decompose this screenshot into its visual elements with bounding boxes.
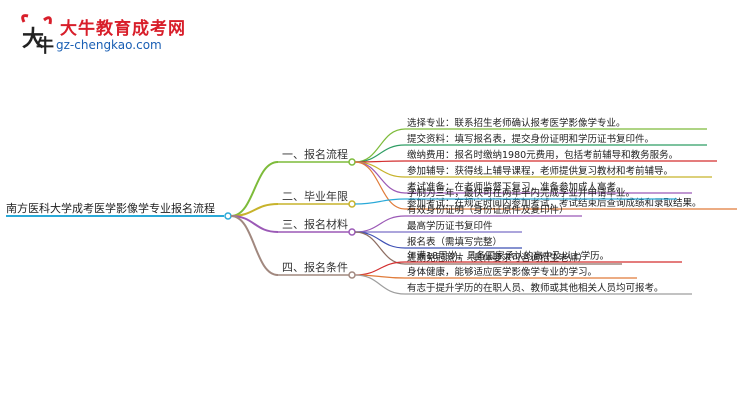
leaf-label: 身体健康，能够适应医学影像学专业的学习。: [407, 266, 597, 278]
branch-connector: [230, 215, 279, 276]
leaf-label: 近期免冠照片（具体要求可咨询招生老师）: [407, 252, 588, 264]
leaf-connector: [354, 215, 406, 233]
branch-connector-dot: [348, 158, 356, 166]
branch-label: 三、报名材料: [282, 217, 348, 231]
leaf-connector: [354, 274, 406, 295]
root-connector-dot: [224, 212, 232, 220]
leaf-label: 提交资料：填写报名表，提交身份证明和学历证书复印件。: [407, 133, 654, 145]
brand-title: 大牛教育成考网: [60, 19, 186, 39]
leaf-label: 参加考试：在规定时间内参加考试，考试结束后查询成绩和录取结果。: [407, 197, 702, 209]
leaf-label: 缴纳费用：报名时缴纳1980元费用，包括考前辅导和教务服务。: [407, 149, 678, 161]
leaf-label: 学制为三年，最快可在两年半内完成学业并申请毕业。: [407, 187, 635, 199]
leaf-label: 考试准备：在老师监督下复习，准备参加成人高考。: [407, 181, 626, 193]
leaf-connector: [354, 161, 406, 194]
leaf-connector: [354, 144, 406, 163]
branch-label: 四、报名条件: [282, 260, 348, 274]
brand-logo[interactable]: 大 牛 大牛教育成考网 gz-chengkao.com: [18, 12, 198, 58]
leaf-connector: [354, 231, 406, 265]
svg-text:大: 大: [22, 26, 44, 52]
branch-connector-dot: [348, 228, 356, 236]
leaf-label: 有效身份证明（身份证原件及复印件）: [407, 204, 569, 216]
svg-text:牛: 牛: [36, 35, 54, 56]
leaf-label: 年满18周岁，具备国家承认的高中及以上学历。: [407, 250, 609, 262]
branch-connector-dot: [348, 271, 356, 279]
bull-logo-icon: 大 牛: [21, 14, 54, 56]
leaf-connector: [354, 198, 406, 205]
branch-connector: [230, 161, 279, 217]
brand-url: gz-chengkao.com: [56, 38, 162, 52]
leaf-label: 选择专业：联系招生老师确认报考医学影像学专业。: [407, 117, 626, 129]
leaf-connector: [354, 231, 406, 249]
leaf-connector: [354, 161, 406, 210]
root-label: 南方医科大学成考医学影像学专业报名流程: [6, 201, 215, 215]
leaf-connector: [354, 261, 406, 276]
branch-connector-dot: [348, 200, 356, 208]
leaf-label: 参加辅导：获得线上辅导课程，老师提供复习教材和考前辅导。: [407, 165, 673, 177]
leaf-label: 有志于提升学历的在职人员、教师或其他相关人员均可报考。: [407, 282, 664, 294]
leaf-label: 最高学历证书复印件: [407, 220, 493, 232]
leaf-label: 报名表（需填写完整）: [407, 236, 502, 248]
branch-label: 一、报名流程: [282, 147, 348, 161]
branch-label: 二、毕业年限: [282, 189, 348, 203]
